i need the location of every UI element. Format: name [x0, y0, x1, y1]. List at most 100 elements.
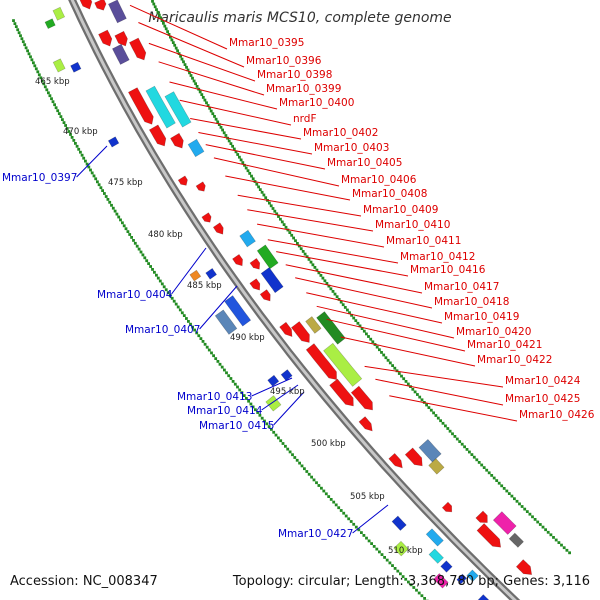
tick-label: 495 kbp	[270, 387, 305, 397]
gene-feature	[170, 132, 184, 149]
gc-dot	[155, 8, 158, 11]
gc-dot	[480, 463, 484, 467]
gc-dot	[343, 306, 347, 309]
gc-dot	[233, 382, 237, 386]
gc-dot	[423, 597, 426, 600]
gc-dot	[472, 455, 476, 459]
gc-dot	[151, 0, 154, 3]
gc-dot	[515, 499, 519, 503]
tick-label: 475 kbp	[108, 178, 143, 188]
gc-dot	[234, 150, 238, 154]
gene-feature	[108, 0, 127, 24]
gc-dot	[270, 428, 273, 431]
gc-dot	[384, 356, 388, 360]
gc-dot	[21, 40, 25, 44]
gc-dot	[29, 55, 32, 59]
gc-dot	[325, 282, 329, 285]
gene-feature	[148, 124, 167, 147]
gc-dot	[288, 450, 292, 454]
gc-dot	[85, 162, 89, 166]
gene-feature	[44, 18, 56, 30]
gc-dot	[453, 435, 457, 438]
gc-dot	[280, 220, 284, 224]
gc-dot	[207, 348, 211, 352]
gc-dot	[531, 515, 534, 519]
gc-dot	[178, 308, 182, 312]
gc-dot	[205, 101, 208, 105]
gc-dot	[490, 474, 494, 477]
gc-dot	[62, 121, 66, 124]
gc-dot	[444, 424, 447, 428]
leader-line	[326, 318, 466, 352]
gc-dot	[224, 134, 228, 137]
gene-label-forward: Mmar10_0418	[434, 296, 509, 308]
gc-dot	[162, 285, 166, 289]
gc-dot	[256, 411, 260, 414]
gc-dot	[203, 342, 207, 346]
gene-feature	[212, 222, 224, 235]
gc-dot	[319, 274, 323, 277]
gc-dot	[372, 545, 376, 548]
gc-dot	[505, 489, 509, 493]
gc-dot	[342, 511, 346, 515]
gc-dot	[320, 486, 323, 490]
gc-dot	[391, 564, 394, 567]
gc-dot	[16, 28, 20, 32]
gc-dot	[425, 403, 428, 407]
gc-dot	[267, 425, 271, 428]
gc-dot	[365, 536, 368, 540]
gc-dot	[510, 494, 514, 498]
gc-dot	[502, 487, 506, 490]
gc-dot	[400, 374, 403, 378]
gc-dot	[203, 98, 207, 102]
leader-line	[306, 292, 443, 324]
gene-feature	[358, 416, 373, 432]
gc-dot	[133, 241, 137, 245]
gc-dot	[163, 24, 167, 28]
gc-dot	[213, 115, 216, 118]
gc-dot	[179, 54, 182, 58]
leader-line	[247, 209, 374, 232]
gene-features	[44, 0, 533, 600]
gene-feature	[164, 91, 192, 128]
gc-dot	[331, 290, 335, 293]
gc-dot	[37, 73, 41, 77]
gc-dot	[139, 250, 143, 254]
gc-dot	[221, 128, 224, 132]
gc-dot	[151, 268, 154, 271]
gc-dot	[113, 209, 117, 213]
gc-dot	[12, 19, 15, 22]
gc-dot	[388, 561, 392, 565]
gc-dot	[251, 177, 255, 181]
gc-dot	[220, 365, 224, 369]
tick-label: 505 kbp	[350, 492, 385, 502]
gc-dot	[238, 388, 242, 392]
gc-dot	[50, 97, 53, 101]
gc-dot	[329, 498, 333, 501]
leader-line	[169, 81, 278, 110]
gene-feature	[249, 257, 261, 270]
gc-dot	[40, 79, 44, 83]
gc-dot	[385, 558, 389, 562]
gc-dot	[214, 117, 218, 121]
gc-dot	[317, 484, 321, 487]
gc-dot	[156, 10, 160, 14]
gc-dot	[554, 538, 558, 542]
gc-dot	[65, 127, 69, 130]
gc-dot	[176, 49, 179, 53]
gc-dot	[187, 320, 190, 323]
gc-dot	[349, 520, 353, 523]
gc-dot	[393, 567, 397, 570]
gc-dot	[544, 528, 547, 532]
gc-dot	[274, 433, 278, 437]
leader-line	[285, 264, 423, 294]
gc-dot	[549, 533, 553, 537]
gc-dot	[291, 453, 294, 457]
gene-feature	[428, 548, 444, 564]
gc-dot	[39, 76, 43, 80]
gc-dot	[122, 224, 126, 228]
gc-dot	[77, 147, 81, 151]
gene-feature	[260, 267, 284, 294]
gc-dot	[111, 206, 115, 210]
gc-dot	[518, 502, 521, 506]
